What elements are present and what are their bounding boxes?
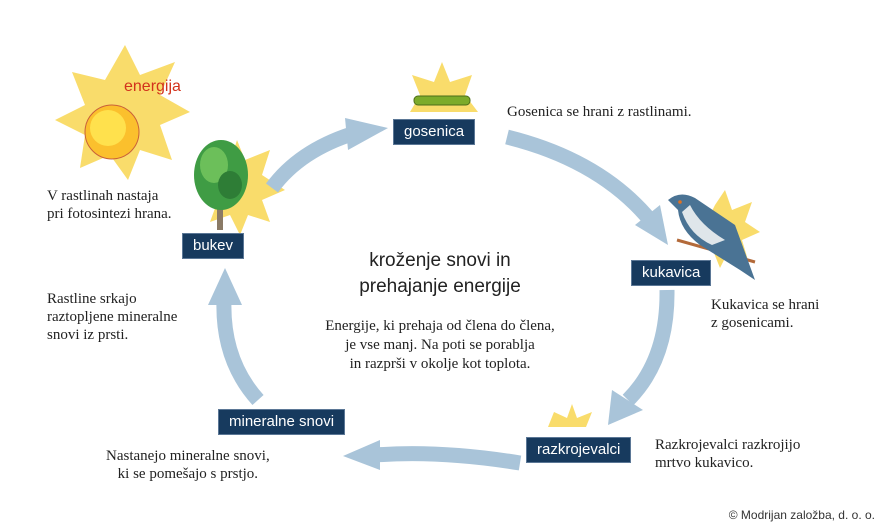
diagram-title: kroženje snovi in prehajanje energije (359, 250, 521, 297)
node-gosenica: gosenica (393, 119, 476, 145)
arrow-kukavica-to-razkrojevalci (622, 289, 675, 406)
caption-razkrojevalci: Razkrojevalci razkrojijo mrtvo kukavico. (655, 437, 801, 471)
arrow-head (608, 390, 643, 425)
caption-kukavica: Kukavica se hrani z gosenicami. (711, 297, 820, 331)
caption-mineralne-snovi: Nastanejo mineralne snovi, ki se pomešaj… (106, 448, 270, 482)
caterpillar-icon (413, 95, 471, 106)
cycle-arrows (216, 125, 675, 471)
caption-bukev: V rastlinah nastaja pri fotosintezi hran… (47, 188, 172, 222)
energy-explanation: Energije, ki prehaja od člena do člena, … (325, 318, 555, 372)
arrow-bukev-to-gosenica (265, 125, 358, 193)
caption-mineral-uptake: Rastline srkajo raztopljene mineralne sn… (47, 291, 178, 343)
node-razkrojevalci: razkrojevalci (526, 437, 632, 463)
arrow-razkrojevalci-to-mineralne (374, 446, 522, 471)
arrow-head (635, 205, 668, 245)
sun-icon (55, 45, 190, 180)
arrow-mineralne-to-bukev (216, 299, 264, 406)
arrow-head (208, 268, 242, 305)
node-kukavica: kukavica (631, 260, 712, 286)
cuckoo-icon (668, 194, 756, 280)
copyright: © Modrijan založba, d. o. o. (728, 508, 875, 522)
node-bukev: bukev (182, 233, 245, 259)
arrow-head (343, 440, 380, 470)
caption-gosenica: Gosenica se hrani z rastlinami. (507, 104, 692, 120)
node-mineralne-snovi: mineralne snovi (218, 409, 346, 435)
sun-icon (548, 404, 592, 427)
arrow-gosenica-to-kukavica (505, 129, 656, 225)
arrow-head (345, 118, 388, 150)
energy-label: energija (124, 78, 181, 95)
tree-icon (194, 140, 248, 230)
